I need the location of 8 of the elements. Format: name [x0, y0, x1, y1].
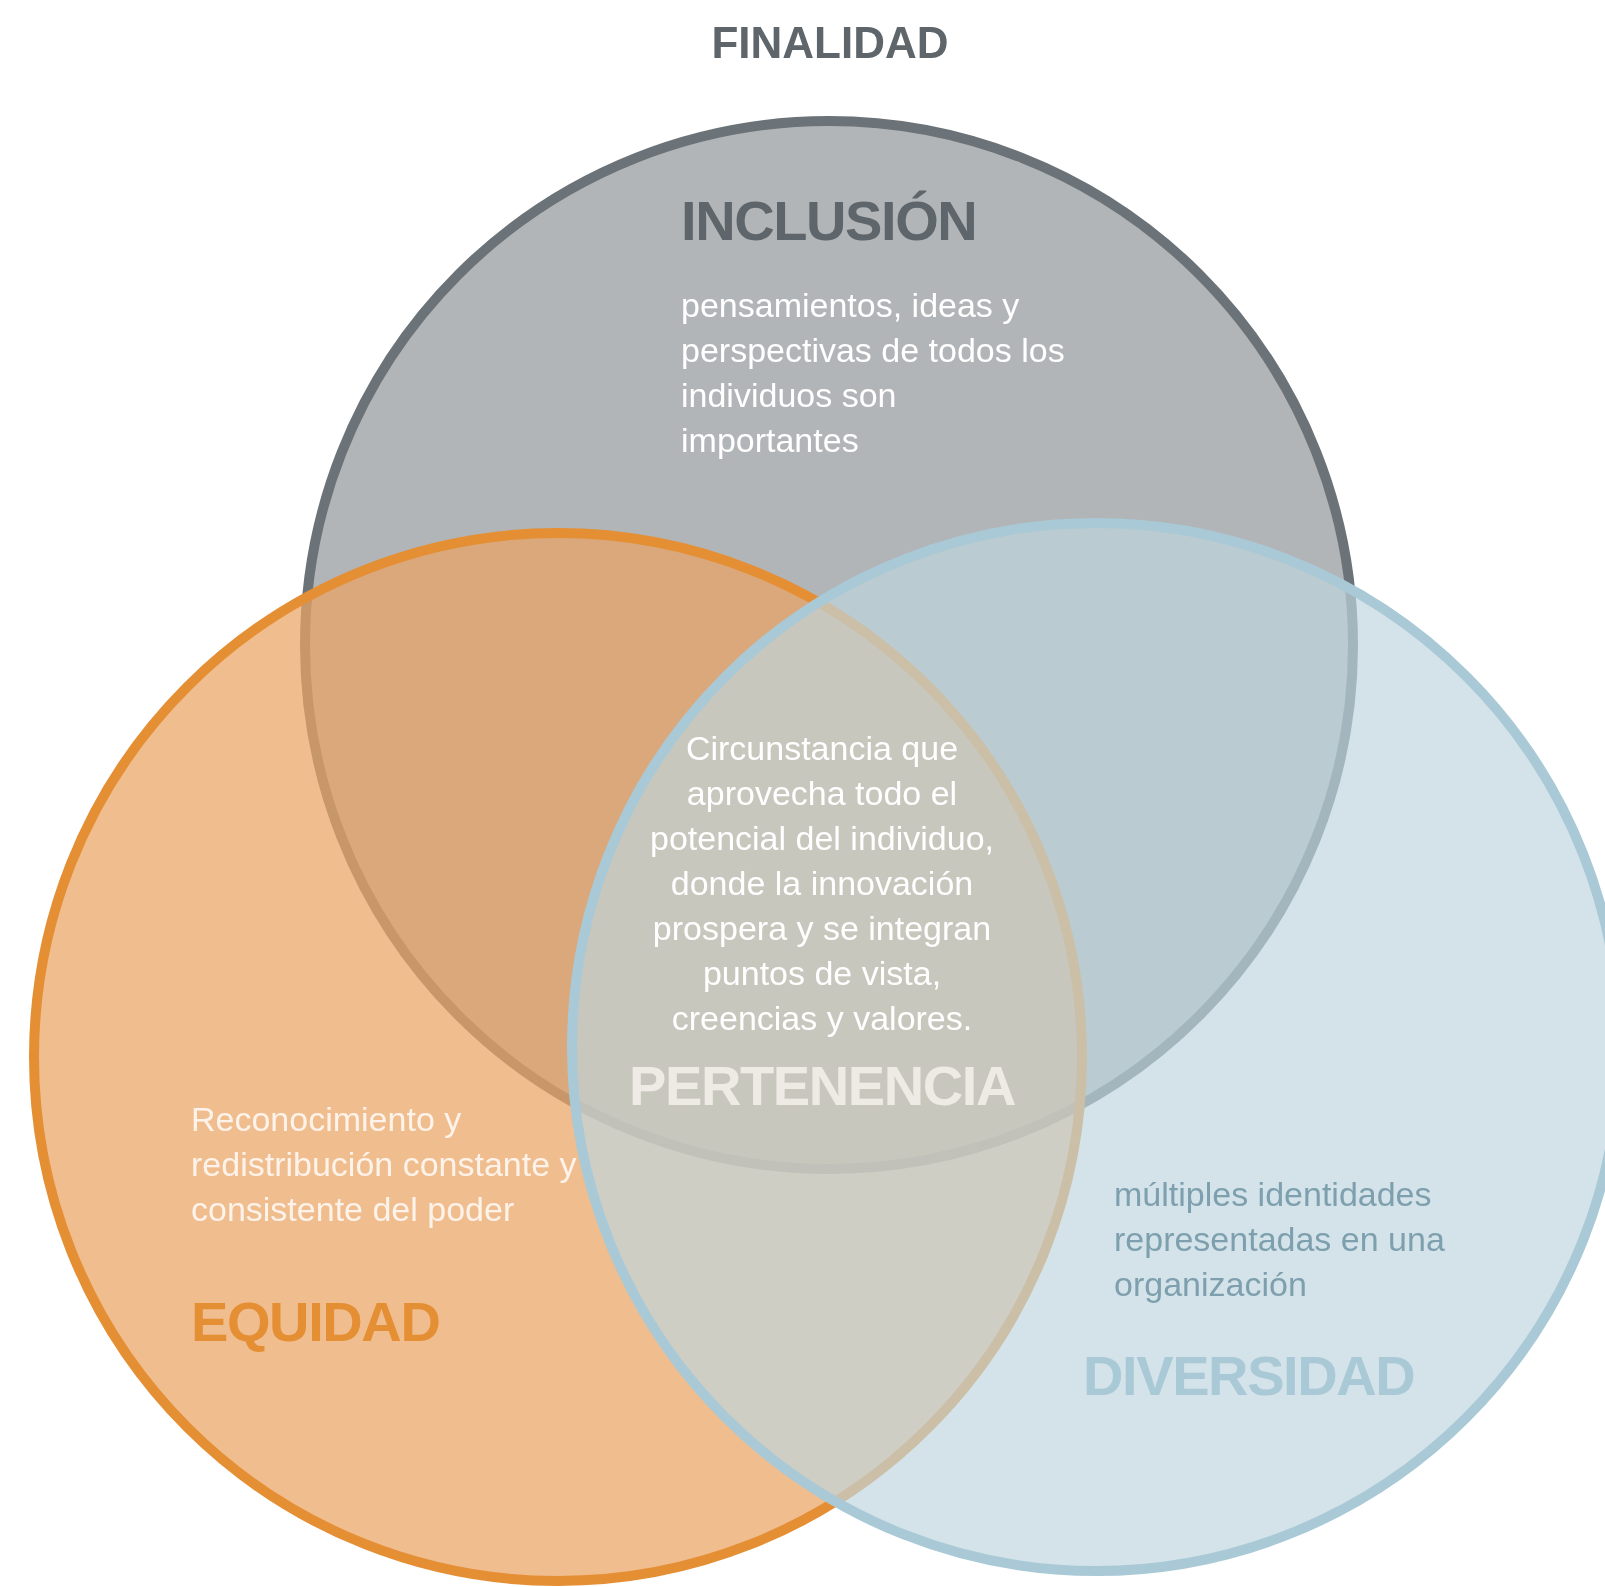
circle-heading: EQUIDAD — [191, 1292, 441, 1352]
venn-circle — [28, 527, 1088, 1587]
circle-description: múltiples identidades representadas en una organización — [1114, 1174, 1446, 1305]
diagram-title: FINALIDAD — [710, 17, 950, 69]
circle-heading: INCLUSIÓN — [681, 191, 978, 251]
circle-description: Reconocimiento y redistribución constante y consistente del poder — [191, 1099, 578, 1230]
circle-description: pensamientos, ideas y perspectivas de todos los individuos son importantes — [681, 285, 1066, 461]
center-description: Circunstancia que aprovecha todo el potencial del individuo, donde la innovación prospera y se integran puntos de vista, creencias y valores. — [649, 728, 995, 1039]
